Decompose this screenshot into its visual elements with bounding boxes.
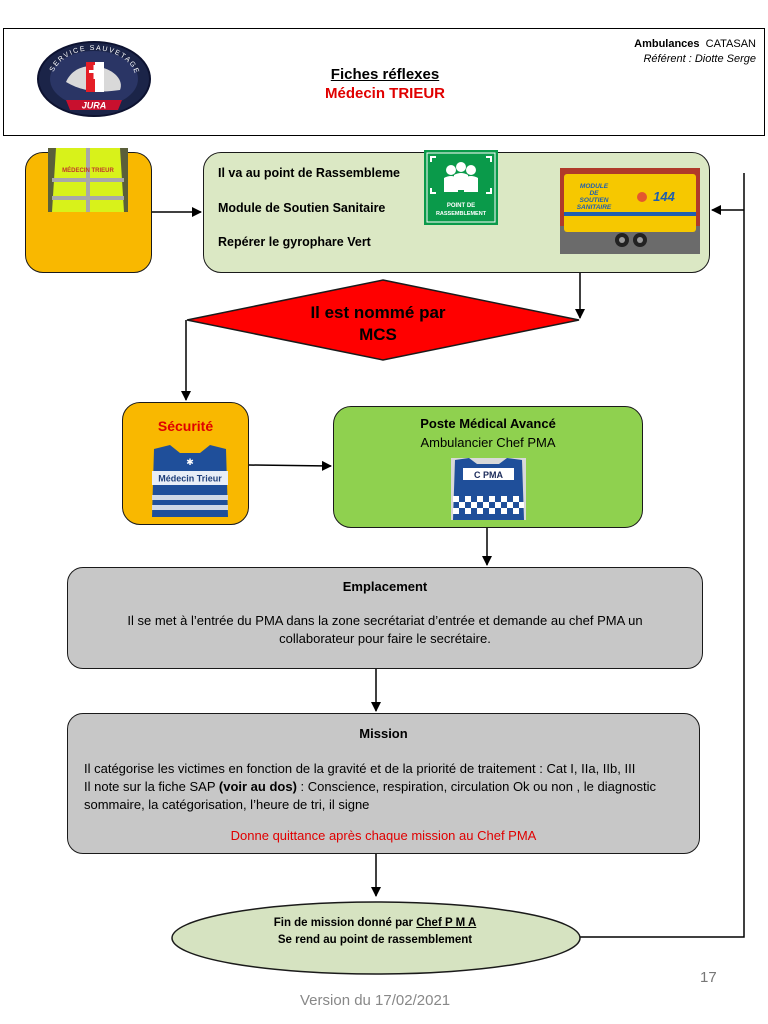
arrow-security-to-pma	[248, 460, 332, 471]
svg-text:SOUTIEN: SOUTIEN	[580, 197, 609, 204]
rally-point-sign-icon: POINT DE RASSEMBLEMENT	[424, 150, 498, 225]
pma-title: Poste Médical Avancé	[420, 416, 556, 431]
svg-text:MODULE: MODULE	[580, 183, 609, 190]
svg-text:✱: ✱	[186, 458, 194, 468]
decision-text: Il est nommé par MCS	[310, 303, 446, 344]
mission-red-note: Donne quittance après chaque mission au …	[230, 828, 537, 843]
logo-banner-text: JURA	[82, 101, 107, 111]
end-line-2: Se rend au point de rassemblement	[277, 934, 473, 946]
mission-title: Mission	[359, 726, 408, 741]
decision-diamond	[186, 279, 580, 361]
company-info: Ambulances CATASAN Référent : Diotte Ser…	[634, 37, 756, 67]
vest-photo-text: MÉDECIN TRIEUR	[62, 166, 114, 174]
trailer-number: 144	[653, 189, 675, 204]
security-vest-text: Médecin Trieur	[158, 474, 222, 484]
mission-line-1: Il catégorise les victimes en fonction d…	[84, 761, 636, 776]
support-module-trailer-photo: MODULE DE SOUTIEN SANITAIRE 144	[560, 168, 700, 254]
page-number: 17	[700, 969, 717, 986]
page-subtitle: Médecin TRIEUR	[324, 85, 445, 102]
company-bold: Ambulances	[634, 38, 700, 50]
page-title: Fiches réflexes	[330, 66, 440, 83]
title-block: Fiches réflexes Médecin TRIEUR	[250, 66, 520, 102]
svg-text:DE: DE	[589, 190, 599, 197]
mission-text: Il catégorise les victimes en fonction d…	[84, 760, 694, 814]
mission-line-2: Il note sur la fiche SAP (voir au dos) :…	[84, 779, 657, 812]
return-line	[578, 173, 745, 938]
rally-line-2: Module de Soutien Sanitaire	[218, 201, 386, 215]
version-text: Version du 17/02/2021	[300, 992, 451, 1009]
pma-vest-text: C PMA	[474, 470, 504, 480]
emplacement-text: Il se met à l’entrée du PMA dans la zone…	[127, 613, 643, 646]
end-line-1: Fin de mission donné par Chef P M A	[273, 917, 477, 929]
emplacement-box	[67, 567, 703, 669]
end-of-mission-ellipse	[171, 901, 581, 975]
yellow-vest-photo: MÉDECIN TRIEUR	[48, 148, 128, 212]
pma-subtitle: Ambulancier Chef PMA	[420, 435, 556, 450]
rally-line-3: Repérer le gyrophare Vert	[218, 235, 371, 249]
medecin-trieur-vest-photo: Médecin Trieur ✱	[152, 445, 228, 517]
mission-box	[67, 713, 700, 854]
svg-text:SANITAIRE: SANITAIRE	[577, 204, 612, 211]
sign-text-1: POINT DE	[447, 203, 475, 209]
security-label: Sécurité	[157, 418, 214, 434]
service-sauvetage-jura-logo: JURA SERVICE SAUVETAGE	[37, 41, 151, 117]
emplacement-title: Emplacement	[342, 579, 428, 594]
sign-text-2: RASSEMBLEMENT	[436, 211, 487, 217]
chef-pma-vest-photo: C PMA	[451, 458, 526, 520]
referent-text: Référent : Diotte Serge	[643, 53, 756, 65]
company-name: CATASAN	[705, 38, 756, 50]
